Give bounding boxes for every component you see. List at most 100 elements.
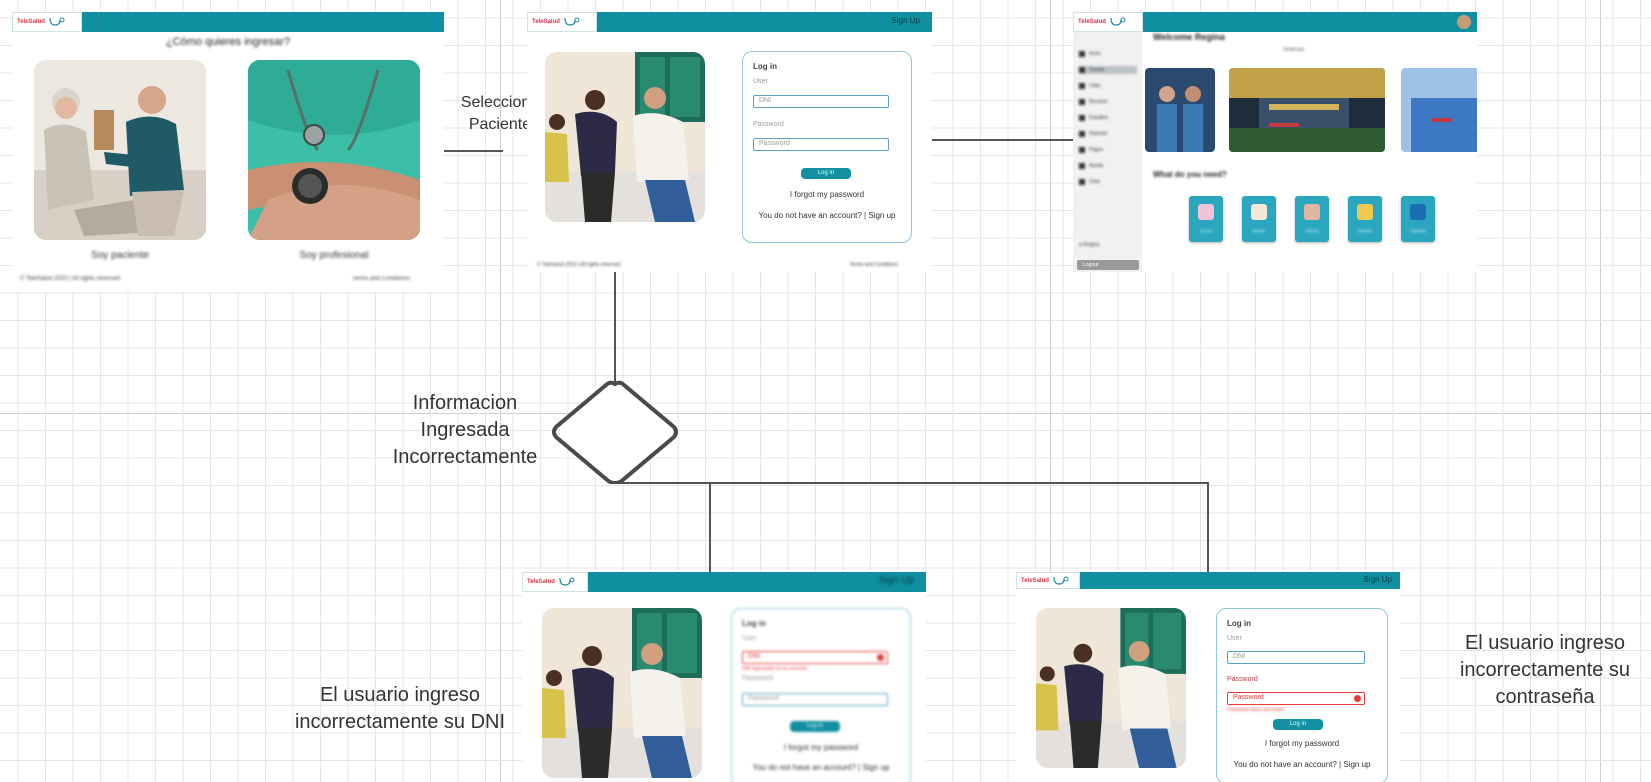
sidebar-item-label: Recetas: [1089, 99, 1108, 105]
caregiver-illustration: [542, 608, 702, 778]
signup-prompt[interactable]: You do not have an account? | Sign up: [752, 763, 890, 772]
login-button[interactable]: Log in: [1273, 719, 1323, 730]
forgot-password-link[interactable]: I forgot my password: [1264, 739, 1340, 748]
patient-option-image[interactable]: [34, 60, 206, 240]
label-line: incorrectamente su DNI: [294, 711, 506, 733]
label-line: Selecciona: [460, 94, 540, 111]
password-input-error[interactable]: Password: [1227, 692, 1365, 705]
service-tile[interactable]: Recetas: [1348, 196, 1382, 242]
sidebar-item[interactable]: Pagos: [1079, 146, 1137, 154]
service-tile[interactable]: Historia: [1295, 196, 1329, 242]
logo[interactable]: TeleSalud: [522, 572, 588, 592]
sidebar-item-icon: [1079, 99, 1085, 105]
signup-link[interactable]: Sign Up: [891, 16, 920, 25]
logo-text: TeleSalud: [532, 19, 560, 25]
forgot-password-link[interactable]: I forgot my password: [789, 190, 865, 199]
service-tile[interactable]: Llamada: [1401, 196, 1435, 242]
login-button[interactable]: Log in: [790, 721, 840, 732]
signup-prompt[interactable]: You do not have an account? | Sign up: [758, 211, 896, 220]
logo[interactable]: TeleSalud: [1016, 572, 1080, 589]
service-tile[interactable]: Turnos: [1189, 196, 1223, 242]
stethoscope-icon: [49, 17, 65, 26]
elderly-couple-illustration: [34, 60, 206, 240]
password-input[interactable]: Password: [742, 693, 888, 706]
welcome-heading: Welcome Regina: [1153, 32, 1225, 42]
logo[interactable]: TeleSalud: [1073, 12, 1143, 32]
user-label: User: [753, 78, 768, 85]
sidebar-item-label: Historial: [1089, 131, 1108, 137]
sidebar-item[interactable]: Turnos: [1079, 66, 1137, 74]
decision-diamond: [552, 380, 678, 484]
sidebar-item[interactable]: Inicio: [1079, 50, 1137, 58]
login-photo: [542, 608, 702, 778]
signup-prompt[interactable]: You do not have an account? | Sign up: [1233, 760, 1371, 769]
professional-option-image[interactable]: [248, 60, 420, 240]
dni-input-error[interactable]: DNI: [742, 651, 888, 664]
user-icon: ●: [1079, 242, 1083, 248]
sidebar-item[interactable]: Chat: [1079, 178, 1137, 186]
sidebar-item[interactable]: Recetas: [1079, 98, 1137, 106]
login-photo: [1036, 608, 1186, 768]
signup-link[interactable]: Sign Up: [1363, 575, 1392, 584]
header-bar: [1073, 12, 1477, 32]
stethoscope-icon: [559, 577, 575, 586]
footer-terms[interactable]: Terms and Conditions: [351, 276, 410, 282]
forgot-password-link[interactable]: I forgot my password: [783, 743, 859, 752]
label-line: Ingresada: [420, 419, 510, 441]
dni-input[interactable]: DNI: [753, 95, 889, 108]
option-professional-label[interactable]: Soy profesional: [299, 250, 369, 261]
doctor-image: [1401, 68, 1477, 152]
avatar[interactable]: [1457, 15, 1471, 29]
sidebar-item-icon: [1079, 179, 1085, 185]
header-bar: [527, 12, 932, 32]
signup-link[interactable]: Sign Up: [878, 575, 914, 586]
logo[interactable]: TeleSalud: [12, 12, 82, 32]
password-label: Password: [742, 675, 773, 682]
sidebar-item[interactable]: Estudios: [1079, 114, 1137, 122]
connector-to-password-error: [1207, 482, 1209, 572]
connector-login-to-home: [932, 139, 1074, 141]
password-input[interactable]: Password: [753, 138, 889, 151]
login-button[interactable]: Log in: [801, 168, 851, 179]
user-label: User: [1227, 635, 1242, 642]
logo-text: TeleSalud: [1078, 19, 1106, 25]
screen-login-dni-error: TeleSalud Sign Up Log in User DNI DNI in…: [522, 572, 926, 782]
logo[interactable]: TeleSalud: [527, 12, 597, 32]
label-decision: Informacion Ingresada Incorrectamente: [375, 390, 555, 471]
sidebar-item-label: Estudios: [1089, 115, 1109, 121]
service-tile-label: Recetas: [1357, 228, 1373, 233]
carousel-card-2[interactable]: [1229, 68, 1385, 152]
footer-terms[interactable]: Terms and Conditions: [849, 262, 898, 268]
connector-profile-to-login: [423, 150, 503, 152]
logo-text: TeleSalud: [527, 579, 555, 585]
login-form: Log in User DNI Password Password Passwo…: [1216, 608, 1388, 782]
section-title: What do you need?: [1153, 170, 1227, 179]
logout-button[interactable]: Logout: [1077, 260, 1139, 270]
carousel-card-1[interactable]: [1145, 68, 1215, 152]
login-title: Log in: [753, 62, 777, 71]
sidebar-item-icon: [1079, 131, 1085, 137]
user-label: User: [742, 635, 757, 642]
label-wrong-dni: El usuario ingreso incorrectamente su DN…: [270, 682, 530, 736]
carousel-card-3[interactable]: [1401, 68, 1477, 152]
dni-error-message: DNI ingresado no es correcto: [742, 666, 808, 672]
service-tile-icon: [1198, 204, 1214, 220]
login-photo: [545, 52, 705, 222]
header-bar: [12, 12, 444, 32]
sidebar-item-label: Citas: [1089, 83, 1101, 89]
sidebar-item[interactable]: Historial: [1079, 130, 1137, 138]
dni-input[interactable]: DNI: [1227, 651, 1365, 664]
sidebar-item-label: Inicio: [1089, 51, 1101, 57]
option-patient-label[interactable]: Soy paciente: [91, 250, 149, 261]
sidebar-item[interactable]: Citas: [1079, 82, 1137, 90]
label-line: El usuario ingreso: [1464, 632, 1626, 654]
nurses-image: [1145, 68, 1215, 152]
user-name: Regina: [1083, 242, 1100, 248]
service-tile-icon: [1410, 204, 1426, 220]
label-line: incorrectamente su: [1459, 659, 1631, 681]
service-tile[interactable]: Médico: [1242, 196, 1276, 242]
sidebar-item[interactable]: Ayuda: [1079, 162, 1137, 170]
sidebar-item-icon: [1079, 67, 1085, 73]
user-row[interactable]: ● Regina: [1079, 242, 1137, 250]
